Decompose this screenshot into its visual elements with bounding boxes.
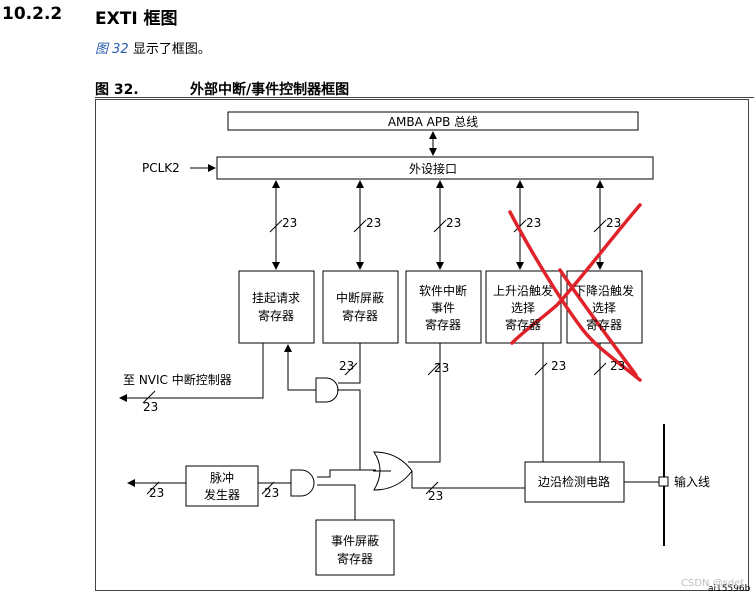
figure-title: 外部中断/事件控制器框图: [190, 82, 350, 98]
pending-reg-box: [238, 270, 315, 344]
apb-bus-box: [227, 111, 639, 131]
section-title: EXTI 框图: [95, 9, 178, 29]
pulse-gen-label: 发生器: [204, 487, 240, 502]
section-number: 10.2.2: [2, 4, 63, 24]
width-label: 23: [526, 216, 541, 230]
width-label: 23: [551, 359, 566, 373]
intro-paragraph: 图 32 显示了框图。: [95, 38, 211, 57]
pclk-label: PCLK2: [142, 161, 180, 175]
width-label: 23: [606, 216, 621, 230]
width-label: 23: [143, 400, 158, 414]
width-label: 23: [282, 216, 297, 230]
pending-reg-label: 寄存器: [258, 308, 294, 323]
pending-reg-label: 挂起请求: [252, 291, 300, 305]
figure-frame: [95, 99, 749, 591]
figure-number: 图 32.: [95, 82, 139, 98]
swi-reg-label: 软件中断: [419, 283, 467, 298]
figure-link[interactable]: 图 32: [95, 42, 129, 57]
swi-reg-label: 事件: [431, 301, 455, 315]
rising-reg-label: 选择: [511, 301, 535, 315]
int-mask-reg-box: [322, 270, 399, 344]
width-label: 23: [149, 486, 164, 500]
width-label: 23: [434, 361, 449, 375]
pulse-gen-box: [185, 465, 259, 507]
swi-reg-box: [405, 270, 482, 344]
periph-if-label: 外设接口: [409, 161, 457, 176]
input-line-label: 输入线: [674, 474, 710, 489]
edge-detect-label: 边沿检测电路: [538, 474, 610, 489]
bus-width-slashes: [142, 219, 607, 495]
input-terminal: [658, 476, 669, 487]
falling-reg-label: 下降沿触发: [574, 283, 634, 298]
rising-reg-label: 上升沿触发: [493, 283, 553, 298]
watermark: CSDN @sdet: [681, 578, 744, 589]
event-mask-reg-box: [315, 519, 395, 576]
nvic-label: 至 NVIC 中断控制器: [123, 372, 232, 387]
falling-reg-label: 选择: [592, 301, 616, 315]
falling-reg-label: 寄存器: [586, 317, 622, 332]
edge-detect-box: [524, 461, 625, 503]
width-label: 23: [428, 489, 443, 503]
int-mask-reg-label: 中断屏蔽: [336, 290, 384, 305]
width-label: 23: [264, 486, 279, 500]
periph-if-box: [216, 156, 654, 180]
intro-text: 显示了框图。: [128, 42, 211, 57]
apb-bus-label: AMBA APB 总线: [388, 115, 478, 129]
rising-reg-box: [485, 270, 562, 344]
bus-width-labels: 23 23 23 23 23 23 23 23 23 23 23 23 23: [143, 216, 625, 503]
int-and-gate: [315, 377, 339, 403]
event-and-gate: [290, 469, 315, 497]
figure-rule: [95, 97, 754, 98]
rising-reg-label: 寄存器: [505, 317, 541, 332]
width-label: 23: [446, 216, 461, 230]
red-cross-mark: [508, 203, 642, 382]
event-mask-reg-label: 寄存器: [337, 551, 373, 566]
width-label: 23: [610, 359, 625, 373]
event-mask-reg-label: 事件屏蔽: [331, 534, 379, 548]
int-mask-reg-label: 寄存器: [342, 308, 378, 323]
figure-code: ai15596b: [708, 584, 751, 594]
pulse-gen-label: 脉冲: [210, 470, 234, 485]
width-label: 23: [366, 216, 381, 230]
swi-reg-label: 寄存器: [425, 317, 461, 332]
width-label: 23: [339, 359, 354, 373]
